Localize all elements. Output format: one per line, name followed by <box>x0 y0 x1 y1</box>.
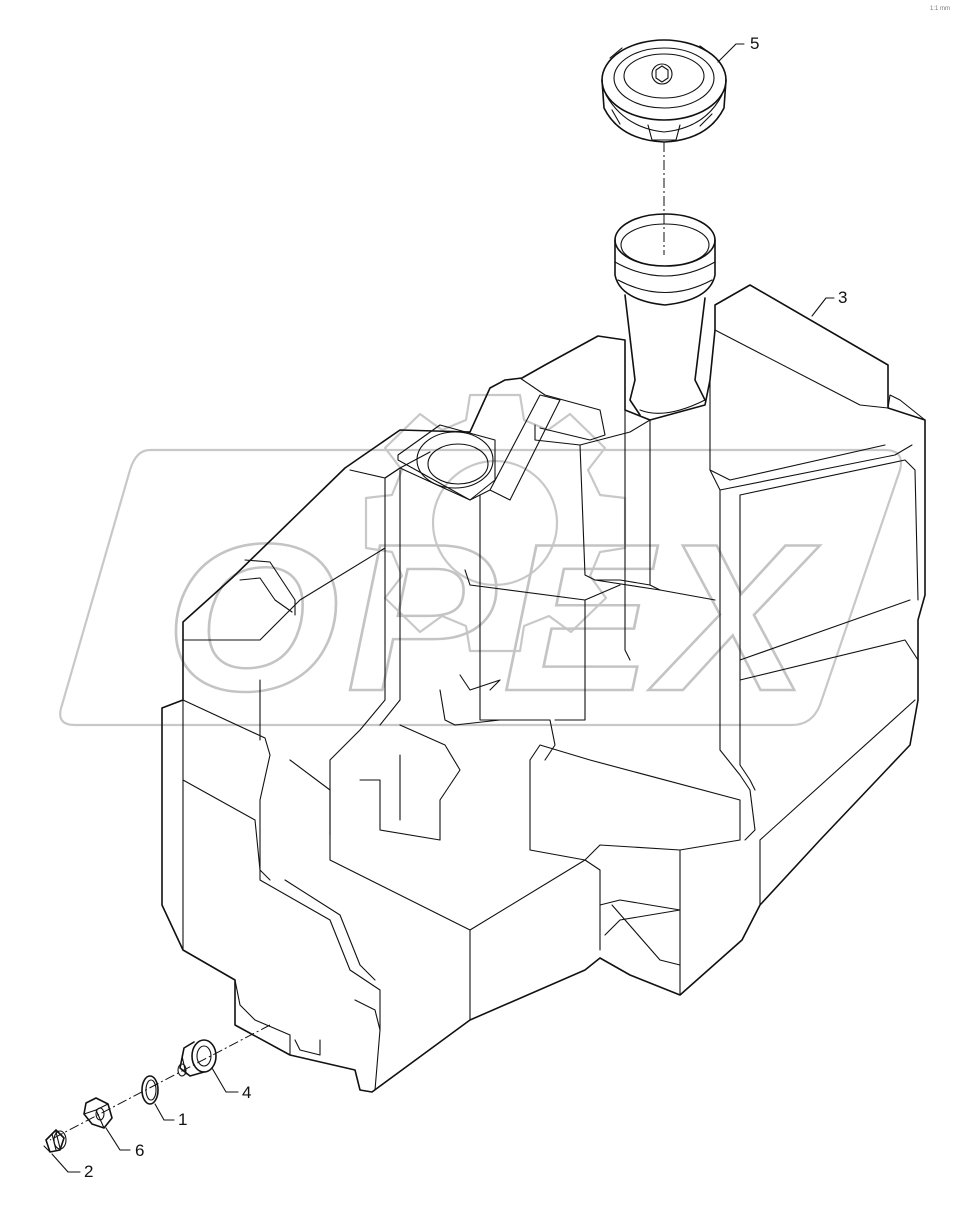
callout-6: 6 <box>105 1127 144 1160</box>
corner-mark: 1:1 mm <box>930 6 950 12</box>
callout-5: 5 <box>717 34 759 63</box>
callout-4: 4 <box>211 1067 251 1102</box>
callout-3: 3 <box>811 288 847 317</box>
callout-2: 2 <box>51 1153 93 1181</box>
filler-neck <box>614 213 716 416</box>
drain-axis-line <box>49 1024 271 1141</box>
drain-plug <box>43 1129 67 1153</box>
callout-1: 1 <box>154 1103 187 1129</box>
callout-label: 4 <box>242 1083 251 1102</box>
filler-cap <box>601 39 727 143</box>
callout-label: 5 <box>750 34 759 53</box>
drain-fitting <box>177 1039 217 1077</box>
callout-label: 2 <box>84 1162 93 1181</box>
callout-label: 1 <box>178 1110 187 1129</box>
tank <box>161 284 926 1093</box>
o-ring <box>141 1075 159 1105</box>
callout-label: 6 <box>135 1141 144 1160</box>
watermark: OPEX <box>59 393 903 736</box>
hex-socket-icon <box>651 63 673 85</box>
callout-label: 3 <box>838 288 847 307</box>
hex-nut <box>83 1097 113 1129</box>
watermark-text: OPEX <box>165 500 820 735</box>
